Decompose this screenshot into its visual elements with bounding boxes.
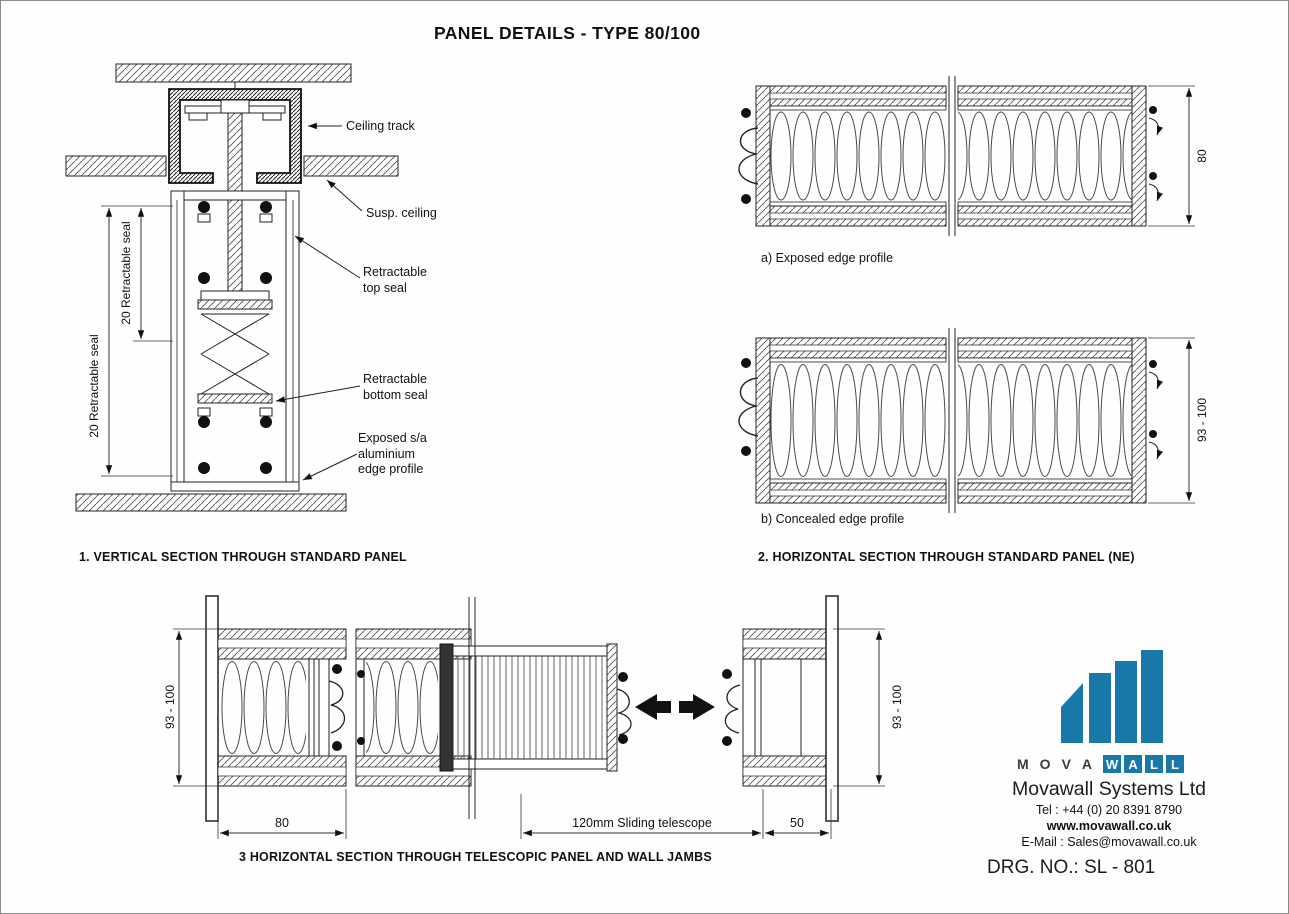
dim-b-value: 93 - 100 — [1195, 398, 1209, 442]
company-website: www.movawall.co.uk — [1046, 819, 1172, 833]
spring-mechanism — [200, 313, 270, 395]
logo-letter: M — [1017, 756, 1029, 772]
label-retractable-top-seal: Retractable top seal — [363, 265, 427, 295]
dim-lower-seal: 20 Retractable seal — [87, 334, 101, 437]
telescopic-section-drawing: 93 - 100 93 - 100 80 120mm Sliding teles… — [163, 595, 904, 839]
logo-bar — [1115, 661, 1137, 743]
dim-left-thickness-value: 93 - 100 — [163, 685, 177, 729]
caption-variant-a: a) Exposed edge profile — [761, 251, 894, 265]
ceiling-slab — [115, 63, 352, 83]
vertical-section-drawing: 20 Retractable seal 20 Retractable seal — [65, 63, 399, 512]
panel-a-right-profile — [1131, 85, 1163, 227]
company-email: E-Mail : Sales@movawall.co.uk — [1021, 835, 1197, 849]
company-tel: Tel : +44 (0) 20 8391 8790 — [1035, 803, 1183, 817]
logo-letter-tile: W — [1103, 755, 1122, 773]
caption-section2: 2. HORIZONTAL SECTION THROUGH STANDARD P… — [758, 550, 1135, 564]
label-retractable-bottom-seal: Retractable bottom seal — [363, 372, 428, 402]
horizontal-section-drawing: 80 — [738, 76, 1209, 513]
logo-letter: A — [1081, 756, 1093, 772]
label-ceiling-track: Ceiling track — [346, 119, 415, 133]
logo-wordmark: M O V A W A L L — [1017, 754, 1237, 774]
panel-b-left-half — [769, 337, 947, 504]
page-title: PANEL DETAILS - TYPE 80/100 — [434, 23, 701, 43]
panel-a-left-profile — [738, 85, 771, 227]
dim-upper-seal: 20 Retractable seal — [119, 221, 133, 324]
dim-right-thickness-value: 93 - 100 — [890, 685, 904, 729]
retractable-bottom-seal-mechanism — [197, 393, 273, 474]
drawing-number: DRG. NO.: SL - 801 — [987, 857, 1156, 878]
movawall-logo — [1061, 650, 1163, 743]
dim-left-width-value: 80 — [275, 816, 289, 830]
dim-left-width — [217, 789, 347, 839]
company-name: Movawall Systems Ltd — [1012, 778, 1206, 800]
logo-letter: V — [1061, 756, 1071, 772]
caption-section3: 3 HORIZONTAL SECTION THROUGH TELESCOPIC … — [239, 850, 712, 864]
logo-letter-tile: L — [1166, 755, 1185, 773]
logo-bar — [1141, 650, 1163, 743]
panel-b-right-profile — [1131, 337, 1163, 504]
logo-bar — [1061, 683, 1083, 743]
right-wall — [825, 595, 839, 822]
panel-a-left-half — [769, 85, 947, 227]
dim-b — [1148, 337, 1195, 504]
dim-a — [1148, 85, 1195, 227]
dim-telescope-value: 120mm Sliding telescope — [572, 816, 712, 830]
caption-section1: 1. VERTICAL SECTION THROUGH STANDARD PAN… — [79, 550, 407, 564]
company-block: M O V A W A L L Movawall Systems Ltd Tel… — [981, 643, 1237, 879]
left-wall — [205, 595, 219, 822]
panel-b-left-profile — [738, 337, 771, 504]
logo-letter-tile: A — [1124, 755, 1143, 773]
panel-a-joint — [948, 76, 956, 236]
suspended-ceiling — [65, 155, 399, 177]
dim-right-thickness — [833, 628, 885, 787]
retractable-top-seal-mechanism — [197, 201, 273, 310]
label-edge-profile: Exposed s/a aluminium edge profile — [358, 431, 427, 477]
dim-right-width — [765, 789, 832, 839]
panel-b-right-half — [957, 337, 1133, 504]
ceiling-track — [168, 88, 302, 292]
right-jamb-panel — [722, 628, 832, 787]
panel-b-joint — [948, 328, 956, 513]
left-panel — [217, 628, 347, 787]
logo-letter: O — [1039, 756, 1051, 772]
dim-right-width-value: 50 — [790, 816, 804, 830]
dimension-lines — [101, 205, 173, 477]
caption-variant-b: b) Concealed edge profile — [761, 512, 905, 526]
dim-left-thickness — [173, 628, 218, 787]
panel-body — [170, 190, 300, 492]
panel-a-right-half — [957, 85, 1133, 227]
slide-arrows — [635, 694, 715, 720]
dim-telescope — [520, 789, 764, 839]
logo-bar — [1089, 673, 1111, 743]
leader-lines — [275, 122, 363, 481]
dim-a-value: 80 — [1195, 149, 1209, 163]
middle-panel — [355, 597, 632, 819]
floor-slab — [75, 493, 347, 512]
logo-letter-tile: L — [1145, 755, 1164, 773]
label-susp-ceiling: Susp. ceiling — [366, 206, 437, 220]
